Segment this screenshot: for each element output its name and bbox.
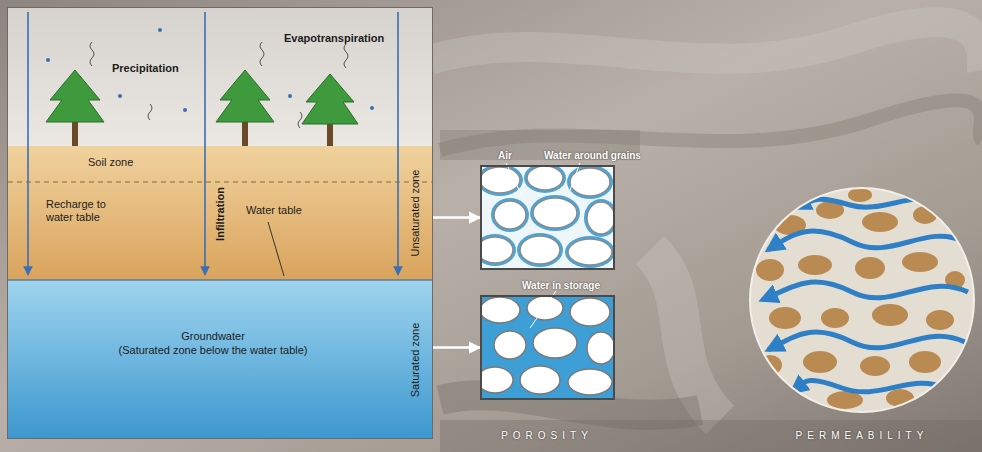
zone-label: Water table — [246, 204, 302, 217]
process-label: Evapotranspiration — [284, 32, 384, 45]
pointer-arrow — [432, 216, 480, 219]
zone-label: Saturated zone — [409, 323, 422, 398]
zone-label: Soil zone — [88, 156, 133, 169]
process-label: Recharge to water table — [46, 198, 128, 224]
section-caption: PERMEABILITY — [796, 429, 929, 442]
callout-label: Water in storage — [522, 279, 600, 292]
zone-label: Unsaturated zone — [409, 170, 422, 257]
zone-subtitle: (Saturated zone below the water table) — [119, 344, 308, 357]
process-label: Precipitation — [112, 62, 179, 75]
process-label: Infiltration — [214, 187, 227, 241]
porosity-water-box: Water in storage — [480, 295, 615, 400]
callout-label: Air — [498, 149, 512, 162]
zone-title: Groundwater — [181, 330, 245, 343]
diagram-panel: EvapotranspirationPrecipitationSoil zone… — [8, 8, 432, 438]
pointer-arrow — [432, 346, 480, 349]
porosity-air-box: AirWater around grains — [480, 165, 615, 270]
saturated-zone-band: Groundwater(Saturated zone below the wat… — [8, 280, 432, 438]
section-caption: POROSITY — [501, 429, 593, 442]
callout-label: Water around grains — [544, 149, 641, 162]
unsaturated-zone-band: Soil zoneInfiltration Recharge to water t… — [8, 146, 432, 280]
